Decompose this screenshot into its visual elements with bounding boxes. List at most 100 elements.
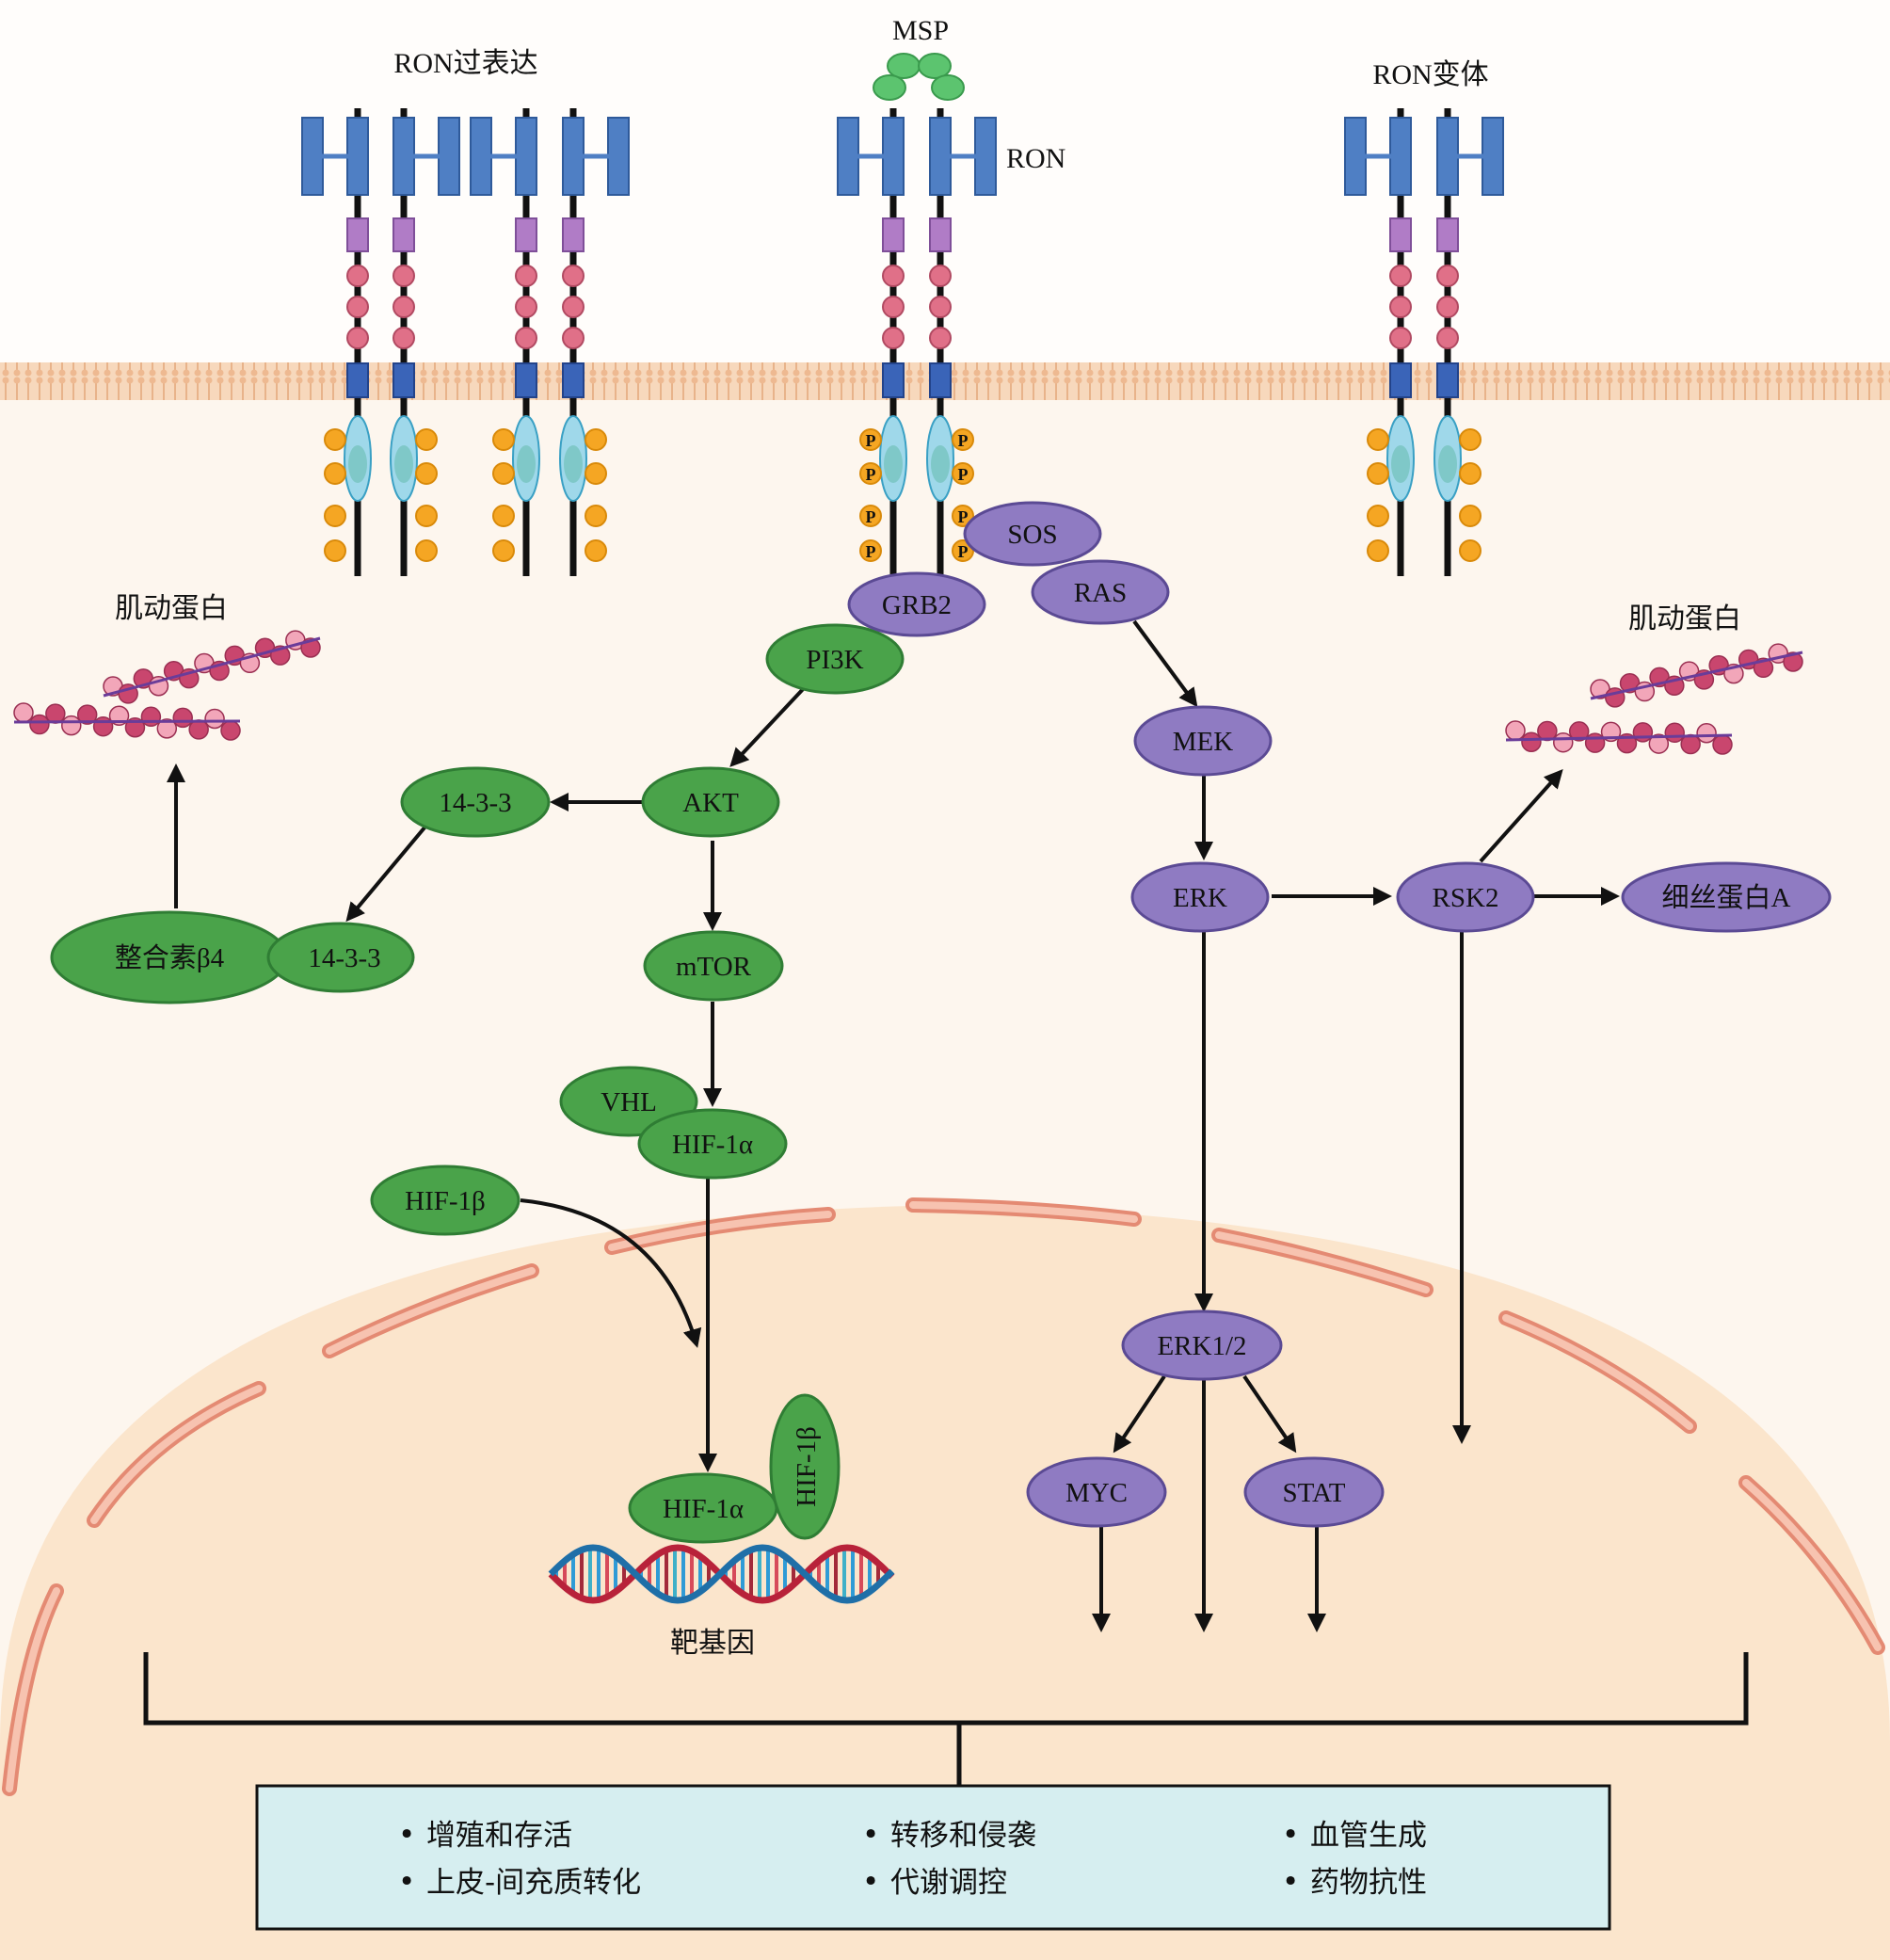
- label-actin-right: 肌动蛋白: [1628, 603, 1741, 635]
- receptor-chain: [324, 108, 372, 576]
- node-mtor[interactable]: [643, 930, 784, 1002]
- receptor-kinase-core: [348, 445, 367, 483]
- node-hif1b-top-label: HIF-1β: [405, 1186, 486, 1216]
- node-stat[interactable]: [1243, 1456, 1385, 1528]
- actin-bead: [1521, 731, 1542, 752]
- actin-bead: [204, 708, 225, 730]
- receptor-kinase-core: [564, 445, 583, 483]
- node-grb2[interactable]: [847, 571, 986, 637]
- label-msp: MSP: [892, 15, 949, 46]
- receptor-pink-dot: [346, 296, 369, 318]
- actin-bead: [76, 704, 98, 725]
- node-grb2-label: GRB2: [882, 590, 952, 620]
- node-hif1b-bottom[interactable]: [769, 1393, 841, 1540]
- node-14-3-3-a[interactable]: [400, 766, 551, 838]
- receptor-pink-dot: [515, 327, 537, 349]
- actin-filament-right-1: [1590, 643, 1803, 708]
- actin-filament-left-1: [103, 630, 321, 704]
- arrow-pi3k-akt: [729, 685, 807, 767]
- dna-strand-b: [548, 1544, 895, 1604]
- node-erk12[interactable]: [1121, 1309, 1283, 1381]
- receptor-kinase-core: [1391, 445, 1410, 483]
- node-integrin-label: 整合素β4: [115, 942, 225, 973]
- actin-bead: [156, 718, 178, 739]
- phospho-label: P: [958, 465, 969, 484]
- receptor-kinase-core: [884, 445, 903, 483]
- node-filamin-a[interactable]: [1621, 861, 1832, 933]
- actin-bead: [1632, 722, 1654, 743]
- phospho-site: [952, 462, 974, 485]
- node-erk[interactable]: [1130, 861, 1270, 933]
- arrow-erk12-myc: [1113, 1374, 1166, 1454]
- node-hif1b-top[interactable]: [370, 1165, 521, 1236]
- node-akt-label: AKT: [682, 788, 739, 818]
- phospho-label: P: [958, 431, 969, 450]
- receptor-pink-dot: [346, 265, 369, 287]
- actin-bead: [61, 715, 82, 736]
- receptor-kinase-core: [394, 445, 413, 483]
- receptor-pink-dot: [562, 265, 585, 287]
- phospho-site: [859, 462, 882, 485]
- node-mek[interactable]: [1133, 705, 1273, 777]
- node-hif1a-top-label: HIF-1α: [672, 1130, 753, 1160]
- outcome-metastasis: 转移和侵袭: [890, 1819, 1036, 1853]
- receptor-pink-dot: [1436, 265, 1459, 287]
- receptor-pink-dot: [392, 265, 415, 287]
- actin-strand: [13, 719, 241, 724]
- node-myc[interactable]: [1026, 1456, 1167, 1528]
- receptor-tm: [929, 362, 952, 398]
- label-ron-overexpression: RON过表达: [393, 48, 537, 79]
- actin-filament-left-2: [13, 702, 241, 741]
- receptor-sema: [392, 217, 415, 252]
- arrow-erk12-stat: [1242, 1374, 1297, 1454]
- node-sos[interactable]: [963, 501, 1102, 567]
- actin-bead: [1584, 732, 1606, 753]
- receptor-pink-dot: [882, 327, 905, 349]
- actin-strand: [1505, 733, 1733, 742]
- label-ron-variant: RON变体: [1372, 59, 1488, 90]
- phospho-site: [492, 539, 515, 562]
- node-14-3-3-b[interactable]: [266, 922, 415, 993]
- actin-bead: [92, 715, 114, 737]
- phospho-label: P: [866, 465, 876, 484]
- phospho-site: [1367, 462, 1389, 485]
- arrow-rsk2-actin: [1479, 769, 1563, 863]
- phospho-site: [324, 428, 346, 451]
- actin-bead: [1712, 734, 1733, 755]
- phospho-site: [859, 539, 882, 562]
- arrow-1433-1433: [345, 825, 427, 923]
- node-rsk2-label: RSK2: [1433, 883, 1499, 913]
- receptor-pink-dot: [882, 265, 905, 287]
- receptor-pink-dot: [392, 327, 415, 349]
- phospho-site: [1459, 539, 1482, 562]
- actin-bead: [29, 714, 50, 735]
- phospho-site: [492, 428, 515, 451]
- node-hif1a-top[interactable]: [637, 1108, 788, 1180]
- mapk-pathway-nodes: [847, 501, 1832, 1528]
- outcome-drug-resistance: 药物抗性: [1310, 1866, 1427, 1900]
- receptor-pink-dot: [1389, 296, 1412, 318]
- arrow-ras-mek: [1132, 619, 1198, 708]
- phospho-site: [1459, 428, 1482, 451]
- receptor-sema: [1389, 217, 1412, 252]
- receptor-kinase-core: [1438, 445, 1457, 483]
- node-akt[interactable]: [641, 766, 780, 838]
- actin-bead: [1664, 722, 1685, 744]
- node-erk12-label: ERK1/2: [1157, 1331, 1246, 1361]
- node-pi3k-label: PI3K: [806, 645, 863, 675]
- phospho-site: [492, 462, 515, 485]
- receptor-pink-dot: [562, 296, 585, 318]
- actin-strand: [103, 636, 321, 698]
- phospho-label: P: [866, 507, 876, 526]
- outcome-bracket: [143, 1652, 1749, 1787]
- receptor-sema: [346, 217, 369, 252]
- node-pi3k[interactable]: [765, 623, 905, 695]
- node-14-3-3-a-label: 14-3-3: [439, 788, 511, 818]
- node-rsk2[interactable]: [1396, 861, 1535, 933]
- phospho-site: [324, 462, 346, 485]
- receptor-pink-dot: [562, 327, 585, 349]
- node-ras[interactable]: [1031, 559, 1170, 625]
- phospho-site: [1459, 462, 1482, 485]
